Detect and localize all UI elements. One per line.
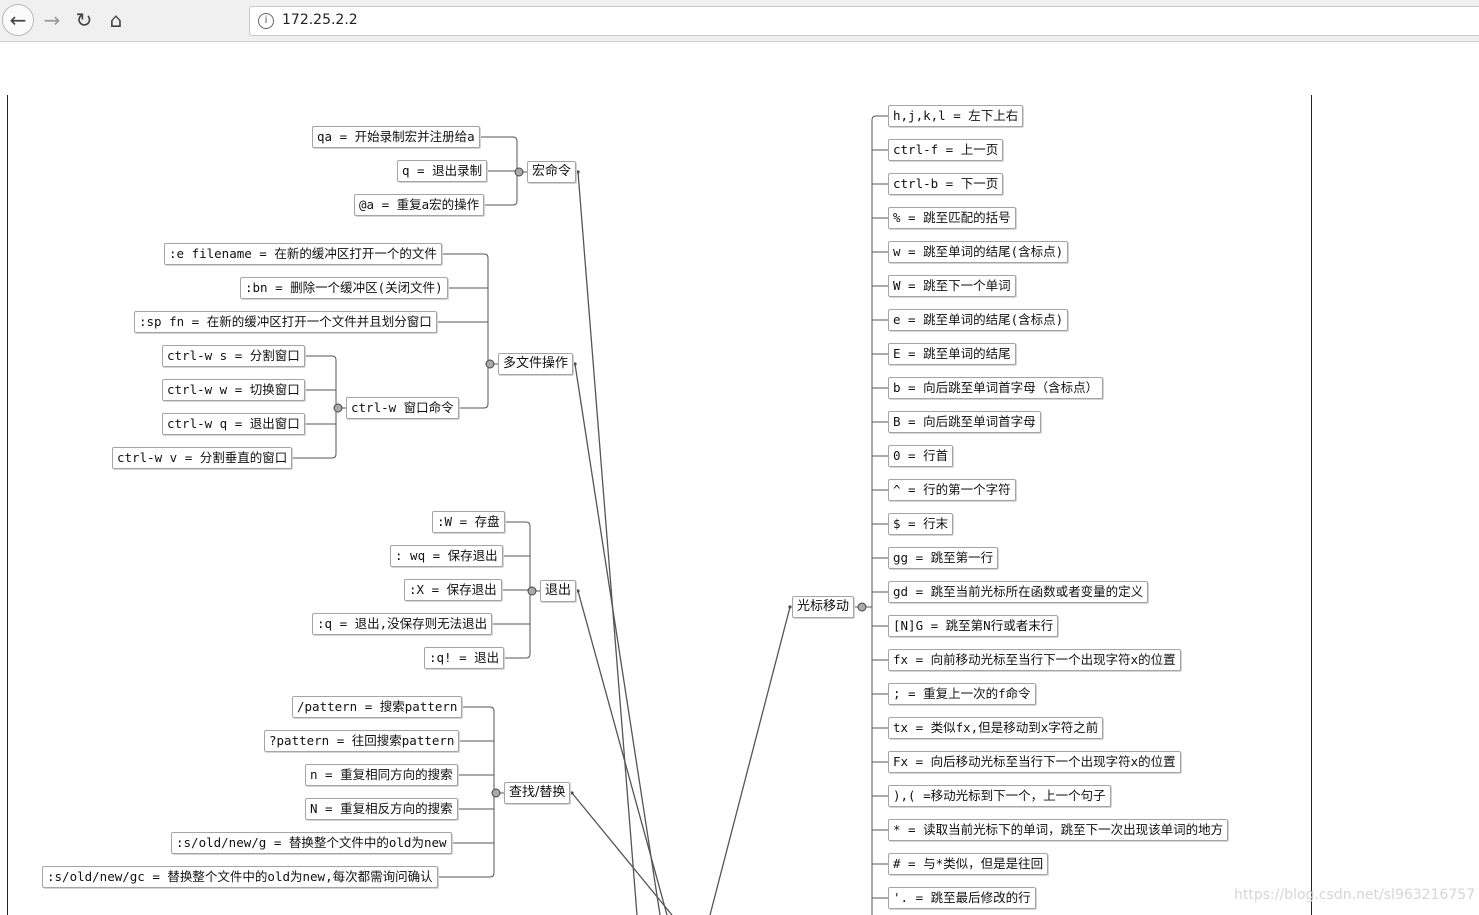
info-icon[interactable]: i: [258, 13, 274, 29]
url-text: 172.25.2.2: [282, 12, 358, 28]
macro-child-link-2: [484, 200, 518, 206]
multifile-collapse-toggle[interactable]: [485, 359, 495, 369]
cursor-root-link: [709, 606, 791, 915]
cursor-child-link-0: [871, 115, 888, 121]
ctrlw-collapse-toggle[interactable]: [333, 403, 343, 413]
branch-multifile[interactable]: 多文件操作: [498, 353, 574, 375]
leaf-ctrlw-2[interactable]: ctrl-w q = 退出窗口: [162, 413, 305, 435]
leaf-cursor-13[interactable]: gg = 跳至第一行: [888, 547, 999, 569]
branch-quit[interactable]: 退出: [540, 580, 577, 602]
leaf-cursor-11[interactable]: ^ = 行的第一个字符: [888, 479, 1016, 501]
address-bar[interactable]: i 172.25.2.2: [249, 6, 1479, 36]
leaf-cursor-15[interactable]: [N]G = 跳至第N行或者末行: [888, 615, 1059, 637]
leaf-quit-3[interactable]: :q = 退出,没保存则无法退出: [312, 613, 493, 635]
leaf-macro-2[interactable]: @a = 重复a宏的操作: [354, 194, 485, 216]
branch-macro[interactable]: 宏命令: [527, 161, 577, 183]
arrow-left-icon[interactable]: ←: [2, 4, 34, 36]
branch-cursor[interactable]: 光标移动: [792, 596, 855, 618]
leaf-quit-2[interactable]: :X = 保存退出: [404, 579, 502, 601]
leaf-multifile-1[interactable]: :bn = 删除一个缓冲区(关闭文件): [240, 277, 448, 299]
cursor-collapse-toggle[interactable]: [857, 602, 867, 612]
leaf-ctrlw-3[interactable]: ctrl-w v = 分割垂直的窗口: [112, 447, 293, 469]
reload-icon[interactable]: ↻: [75, 8, 93, 32]
leaf-cursor-5[interactable]: W = 跳至下一个单词: [888, 275, 1016, 297]
frame-right-line: [1311, 95, 1312, 915]
leaf-search-0[interactable]: /pattern = 搜索pattern: [292, 696, 463, 718]
leaf-cursor-10[interactable]: 0 = 行首: [888, 445, 954, 467]
home-icon[interactable]: ⌂: [109, 8, 123, 32]
multifile-child-link-3: [459, 403, 489, 409]
leaf-ctrlw-1[interactable]: ctrl-w w = 切换窗口: [162, 379, 305, 401]
ctrlw-child-link-0: [305, 355, 337, 361]
leaf-cursor-23[interactable]: '. = 跳至最后修改的行: [888, 887, 1036, 909]
ctrlw-child-link-3: [292, 453, 337, 459]
quit-collapse-toggle[interactable]: [527, 586, 537, 596]
leaf-cursor-20[interactable]: ),( =移动光标到下一个，上一个句子: [888, 785, 1111, 807]
macro-collapse-toggle[interactable]: [514, 167, 524, 177]
multifile-child-link-0: [442, 253, 489, 259]
leaf-cursor-19[interactable]: Fx = 向后移动光标至当行下一个出现字符x的位置: [888, 751, 1181, 773]
multifile-root-link: [574, 363, 661, 915]
quit-child-link-4: [504, 653, 531, 659]
leaf-quit-0[interactable]: :W = 存盘: [432, 511, 505, 533]
leaf-macro-1[interactable]: q = 退出录制: [397, 160, 488, 182]
leaf-cursor-17[interactable]: ; = 重复上一次的f命令: [888, 683, 1036, 705]
leaf-search-5[interactable]: :s/old/new/gc = 替换整个文件中的old为new,每次都需询问确认: [42, 866, 438, 888]
leaf-cursor-6[interactable]: e = 跳至单词的结尾(含标点): [888, 309, 1069, 331]
leaf-multifile-3[interactable]: ctrl-w 窗口命令: [346, 397, 459, 419]
leaf-search-4[interactable]: :s/old/new/g = 替换整个文件中的old为new: [171, 832, 452, 854]
quit-child-link-0: [505, 521, 531, 527]
leaf-cursor-18[interactable]: tx = 类似fx,但是移动到x字符之前: [888, 717, 1104, 739]
leaf-cursor-14[interactable]: gd = 跳至当前光标所在函数或者变量的定义: [888, 581, 1149, 603]
leaf-cursor-2[interactable]: ctrl-b = 下一页: [888, 173, 1004, 195]
leaf-search-3[interactable]: N = 重复相反方向的搜索: [305, 798, 458, 820]
search-child-link-5: [438, 872, 495, 878]
leaf-cursor-22[interactable]: # = 与*类似，但是是往回: [888, 853, 1049, 875]
macro-child-link-0: [480, 136, 518, 142]
leaf-cursor-3[interactable]: % = 跳至匹配的括号: [888, 207, 1016, 229]
leaf-cursor-4[interactable]: w = 跳至单词的结尾(含标点): [888, 241, 1069, 263]
leaf-multifile-2[interactable]: :sp fn = 在新的缓冲区打开一个文件并且划分窗口: [134, 311, 437, 333]
browser-toolbar: ← → ↻ ⌂ i 172.25.2.2: [0, 0, 1479, 42]
leaf-quit-1[interactable]: : wq = 保存退出: [390, 545, 503, 567]
leaf-multifile-0[interactable]: :e filename = 在新的缓冲区打开一个的文件: [164, 243, 442, 265]
search-child-link-0: [462, 706, 495, 712]
watermark: https://blog.csdn.net/sl963216757: [1234, 887, 1476, 903]
leaf-cursor-16[interactable]: fx = 向前移动光标至当行下一个出现字符x的位置: [888, 649, 1181, 671]
frame-left-line: [7, 95, 8, 915]
leaf-cursor-9[interactable]: B = 向后跳至单词首字母: [888, 411, 1041, 433]
leaf-cursor-1[interactable]: ctrl-f = 上一页: [888, 139, 1004, 161]
leaf-ctrlw-0[interactable]: ctrl-w s = 分割窗口: [162, 345, 305, 367]
search-root-link: [571, 792, 673, 915]
search-collapse-toggle[interactable]: [491, 788, 501, 798]
arrow-right-icon[interactable]: →: [43, 8, 61, 32]
leaf-cursor-21[interactable]: * = 读取当前光标下的单词，跳至下一次出现该单词的地方: [888, 819, 1229, 841]
leaf-search-1[interactable]: ?pattern = 往回搜索pattern: [264, 730, 460, 752]
leaf-quit-4[interactable]: :q! = 退出: [424, 647, 505, 669]
leaf-cursor-7[interactable]: E = 跳至单词的结尾: [888, 343, 1016, 365]
leaf-cursor-12[interactable]: $ = 行末: [888, 513, 954, 535]
leaf-search-2[interactable]: n = 重复相同方向的搜索: [305, 764, 458, 786]
leaf-macro-0[interactable]: qa = 开始录制宏并注册给a: [312, 126, 480, 148]
leaf-cursor-8[interactable]: b = 向后跳至单词首字母（含标点）: [888, 377, 1104, 399]
leaf-cursor-0[interactable]: h,j,k,l = 左下上右: [888, 105, 1024, 127]
quit-root-link: [577, 590, 668, 915]
macro-root-link: [577, 171, 638, 915]
branch-search[interactable]: 查找/替换: [504, 782, 571, 804]
